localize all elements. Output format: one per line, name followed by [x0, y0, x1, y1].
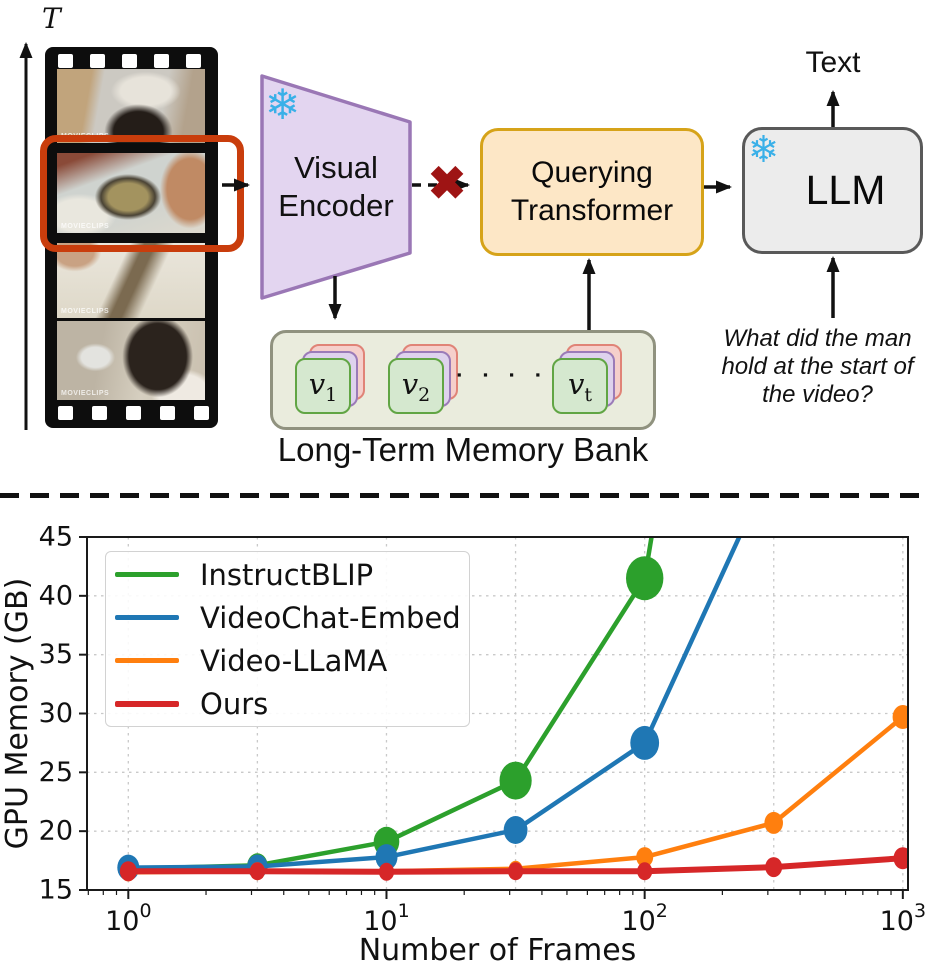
svg-text:35: 35 — [39, 639, 73, 670]
sprocket-hole — [58, 406, 73, 420]
visual-encoder-label: Visual Encoder — [278, 150, 394, 223]
llm-box: LLM — [742, 127, 923, 254]
legend-line-video-llama — [115, 658, 179, 663]
legend-item-instructblip: InstructBLIP — [106, 553, 469, 596]
svg-text:40: 40 — [39, 580, 73, 611]
time-axis-label: T — [42, 2, 61, 35]
svg-text:103: 103 — [880, 900, 926, 937]
question-text: What did the man hold at the start of th… — [721, 325, 914, 408]
sprocket-hole — [154, 54, 169, 68]
video-frame-1: MOVIECLIPS — [57, 69, 205, 143]
llm-label: LLM — [805, 167, 886, 213]
chart-legend: InstructBLIP VideoChat-Embed Video-LLaMA… — [105, 551, 470, 727]
video-frame-3: MOVIECLIPS — [57, 243, 205, 318]
svg-text:25: 25 — [39, 757, 73, 788]
legend-item-videochat-embed: VideoChat-Embed — [106, 596, 469, 639]
watermark-text: MOVIECLIPS — [61, 390, 110, 397]
svg-text:30: 30 — [39, 698, 73, 729]
watermark-text: MOVIECLIPS — [61, 308, 110, 315]
svg-text:20: 20 — [39, 816, 73, 847]
svg-text:101: 101 — [363, 900, 409, 937]
memory-card-front: v2 — [388, 358, 444, 414]
sprocket-hole — [186, 54, 201, 68]
legend-item-video-llama: Video-LLaMA — [106, 639, 469, 682]
legend-item-ours: Ours — [106, 682, 469, 725]
sprocket-hole — [126, 406, 141, 420]
legend-line-instructblip — [115, 572, 179, 577]
legend-line-videochat-embed — [115, 615, 179, 620]
sprocket-hole — [58, 54, 73, 68]
blocked-cross-icon: ✖ — [427, 157, 467, 209]
sprocket-hole — [122, 54, 137, 68]
memory-cell-stack-2: v2 — [388, 344, 458, 414]
memory-card-front: vt — [552, 358, 608, 414]
memory-cell-vt: vt — [567, 366, 593, 406]
svg-text:45: 45 — [39, 522, 73, 553]
svg-text:102: 102 — [621, 900, 667, 937]
memory-cell-v2: v2 — [401, 366, 431, 406]
sprocket-hole — [194, 406, 209, 420]
svg-text:GPU Memory (GB): GPU Memory (GB) — [0, 578, 35, 850]
video-frame-2: MOVIECLIPS — [57, 153, 205, 233]
memory-cell-v1: v1 — [308, 366, 338, 406]
text-output-label: Text — [805, 46, 861, 79]
sprocket-hole — [92, 406, 107, 420]
memory-cell-stack-t: vt — [552, 344, 622, 414]
svg-text:100: 100 — [105, 900, 151, 937]
svg-text:Number of Frames: Number of Frames — [359, 933, 637, 968]
selected-frame-highlight — [40, 135, 244, 252]
snowflake-icon: ❄ — [748, 129, 780, 170]
memory-card-front: v1 — [295, 358, 351, 414]
snowflake-icon: ❄ — [265, 81, 301, 128]
querying-transformer-label: Querying Transformer — [510, 156, 674, 227]
ellipsis-dots: ▪ ▪ ▪ ▪ — [456, 367, 550, 382]
memory-bank-label: Long-Term Memory Bank — [277, 431, 649, 468]
section-divider — [0, 493, 929, 498]
legend-line-ours — [115, 700, 179, 707]
sprocket-hole — [90, 54, 105, 68]
memory-cell-stack-1: v1 — [295, 344, 365, 414]
querying-transformer-box: Querying Transformer — [480, 128, 704, 256]
watermark-text: MOVIECLIPS — [61, 223, 110, 230]
sprocket-hole — [160, 406, 175, 420]
svg-text:15: 15 — [39, 875, 73, 906]
video-frame-4: MOVIECLIPS — [57, 321, 205, 400]
